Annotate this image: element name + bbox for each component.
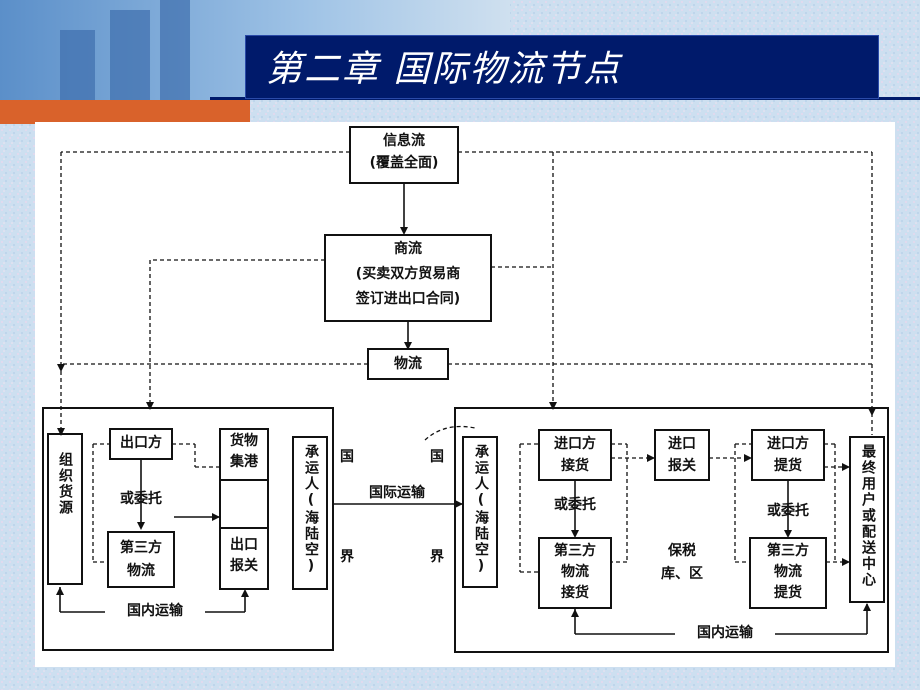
import-customs-2: 报关 — [668, 458, 696, 474]
third-party-pick-1: 第三方 — [767, 543, 809, 559]
carrier-left-box — [292, 436, 328, 590]
bonded-label-2: 库、区 — [661, 566, 703, 582]
export-region — [42, 407, 334, 651]
international-transport-label: 国际运输 — [369, 485, 425, 501]
commerce-flow-sub1: (买卖双方贸易商 — [355, 266, 461, 282]
export-customs-label-2: 报关 — [230, 558, 258, 574]
carrier-right-box — [462, 436, 498, 588]
third-party-pick-3: 提货 — [774, 585, 802, 601]
import-customs-box — [654, 429, 710, 481]
bonded-label-1: 保税 — [668, 543, 696, 559]
border-jie-right: 界 — [430, 549, 444, 565]
info-flow-label: 信息流 — [383, 133, 425, 149]
commerce-flow-sub2: 签订进出口合同) — [355, 291, 461, 307]
port-collect-label-1: 货物 — [230, 433, 258, 449]
orange-stripe — [0, 100, 250, 124]
export-customs-label-1: 出口 — [230, 537, 258, 553]
third-party-pick-2: 物流 — [774, 564, 802, 580]
carrier-left-label: 承运人(海陆空) — [303, 444, 319, 576]
logistics-diagram: 信息流 (覆盖全面) 商流 (买卖双方贸易商 签订进出口合同) 物流 组织货源 … — [35, 122, 895, 667]
third-party-box — [107, 531, 175, 588]
port-collect-label-2: 集港 — [230, 454, 258, 470]
importer-label-1: 进口方 — [554, 436, 596, 452]
logistics-flow-label: 物流 — [394, 356, 422, 372]
third-party-recv-1: 第三方 — [554, 543, 596, 559]
info-flow-sub: (覆盖全面) — [369, 155, 439, 171]
import-customs-1: 进口 — [668, 436, 696, 452]
border-guo-right: 国 — [430, 449, 444, 465]
domestic-transport-left: 国内运输 — [105, 602, 205, 621]
pickup-label-1: 进口方 — [767, 436, 809, 452]
pickup-label-2: 提货 — [774, 458, 802, 474]
source-label: 组织货源 — [57, 452, 73, 516]
port-customs-box — [219, 428, 269, 590]
or-entrust-label: 或委托 — [120, 491, 162, 507]
third-party-recv-2: 物流 — [561, 564, 589, 580]
third-party-recv-3: 接货 — [561, 585, 589, 601]
source-box — [47, 433, 83, 585]
end-user-box — [849, 436, 885, 603]
diagram-lines — [42, 126, 889, 653]
border-guo-left: 国 — [340, 449, 354, 465]
slide-title: 第二章 国际物流节点 — [266, 49, 622, 90]
import-region — [454, 407, 889, 653]
third-party-label-2: 物流 — [127, 563, 155, 579]
exporter-label: 出口方 — [120, 435, 162, 451]
or-entrust-import: 或委托 — [554, 497, 596, 513]
title-bar: 第二章 国际物流节点 — [245, 35, 879, 99]
commerce-flow-label: 商流 — [394, 241, 422, 257]
domestic-transport-right: 国内运输 — [675, 624, 775, 643]
third-party-label-1: 第三方 — [120, 540, 162, 556]
end-user-label: 最终用户或配送中心 — [860, 444, 876, 588]
or-entrust-import-2: 或委托 — [767, 503, 809, 519]
importer-label-2: 接货 — [561, 458, 589, 474]
border-jie-left: 界 — [340, 549, 354, 565]
carrier-right-label: 承运人(海陆空) — [473, 444, 489, 576]
